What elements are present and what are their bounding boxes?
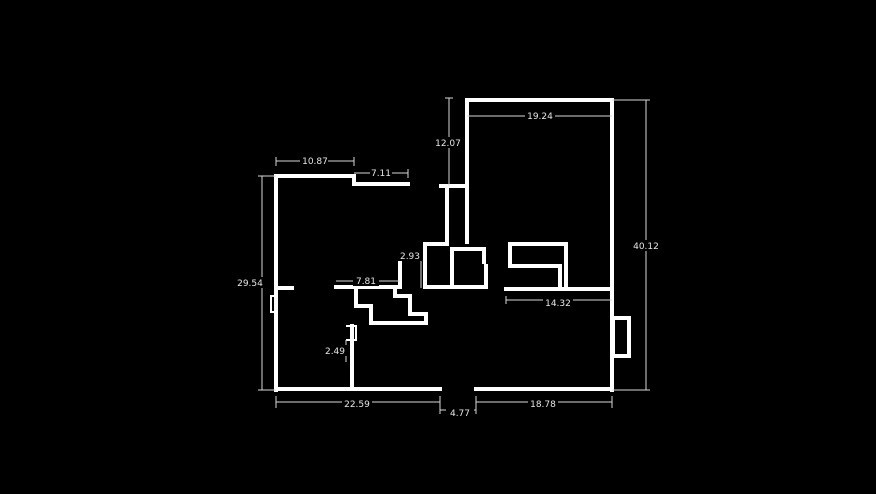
wall-stair bbox=[354, 287, 428, 325]
dim-bottom-left: 22.59 bbox=[344, 400, 370, 410]
wall-right-closet-inner bbox=[508, 242, 562, 289]
dimension-lines bbox=[258, 97, 650, 414]
dim-small-offset: 2.49 bbox=[325, 347, 345, 357]
wall-right-room bbox=[465, 98, 614, 292]
dimension-labels: 10.87 7.11 12.07 19.24 29.54 40.12 7.81 … bbox=[236, 110, 662, 419]
dim-bottom-right: 18.78 bbox=[530, 400, 556, 410]
wall-small-step bbox=[346, 325, 357, 341]
dim-top-left-step: 7.11 bbox=[371, 169, 391, 179]
dim-right-height: 40.12 bbox=[633, 242, 659, 252]
dim-closet-width: 7.81 bbox=[356, 277, 376, 287]
wall-hall-left bbox=[423, 184, 488, 289]
wall-right-closet bbox=[508, 242, 568, 289]
dim-inner-wall-width: 14.32 bbox=[545, 299, 571, 309]
dim-left-height: 29.54 bbox=[237, 279, 263, 289]
window-left bbox=[270, 295, 277, 313]
dim-right-room-width: 19.24 bbox=[527, 112, 553, 122]
wall-hall-inner bbox=[450, 247, 486, 289]
dim-bottom-door: 4.77 bbox=[450, 409, 470, 419]
dim-top-left-width: 10.87 bbox=[302, 157, 328, 167]
wall-top-left bbox=[274, 174, 410, 186]
dim-closet-depth: 2.93 bbox=[400, 252, 420, 262]
fireplace-right bbox=[611, 316, 631, 358]
dim-right-room-height: 12.07 bbox=[435, 139, 461, 149]
